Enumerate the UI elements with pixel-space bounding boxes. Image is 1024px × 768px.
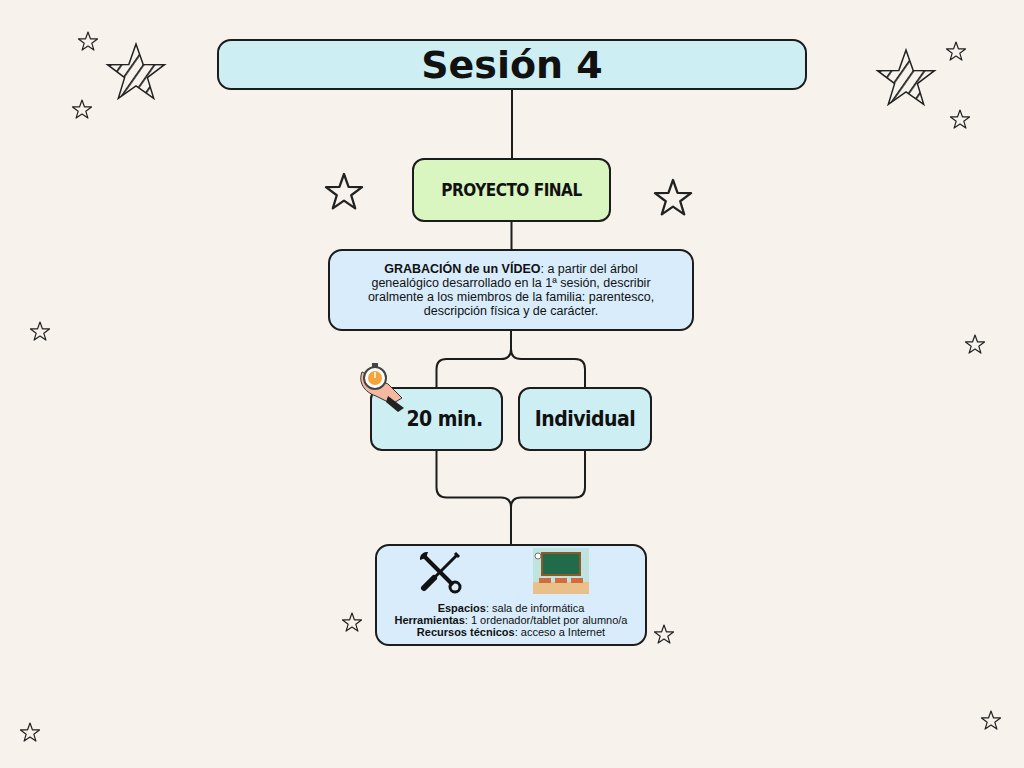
project-box: PROYECTO FINAL — [412, 158, 611, 222]
connector-line — [511, 222, 513, 249]
node-label: 20 min. — [406, 407, 482, 431]
duration-box: 20 min. — [370, 387, 503, 451]
task-box: GRABACIÓN de un VÍDEO: a partir del árbo… — [328, 249, 694, 331]
bold-term: GRABACIÓN de un VÍDEO — [384, 262, 540, 276]
resource-icons — [377, 546, 649, 606]
node-label: PROYECTO FINAL — [441, 180, 581, 200]
node-label: Sesión 4 — [421, 43, 603, 87]
text-block: GRABACIÓN de un VÍDEO: a partir del árbo… — [352, 262, 670, 318]
bold-term: Espacios — [438, 602, 486, 614]
node-label: : 1 ordenador/tablet por alumno/a — [465, 614, 628, 626]
classroom-icon — [533, 548, 589, 594]
bold-term: Recursos técnicos — [417, 626, 515, 638]
tools-icon — [420, 552, 460, 592]
title-box: Sesión 4 — [217, 39, 807, 90]
bold-term: Herramientas — [395, 614, 465, 626]
text-block: Espacios: sala de informáticaHerramienta… — [395, 602, 628, 638]
connector-line — [437, 451, 512, 544]
grouping-box: Individual — [518, 387, 652, 451]
connector-line — [511, 451, 585, 544]
small-star — [21, 32, 1001, 741]
node-label: Individual — [535, 407, 635, 431]
node-label: : acceso a Internet — [515, 626, 606, 638]
connector-line — [437, 331, 512, 387]
connector-line — [511, 331, 585, 387]
node-label: : sala de informática — [486, 602, 584, 614]
resources-box: Espacios: sala de informáticaHerramienta… — [375, 544, 647, 646]
connector-line — [511, 90, 513, 158]
